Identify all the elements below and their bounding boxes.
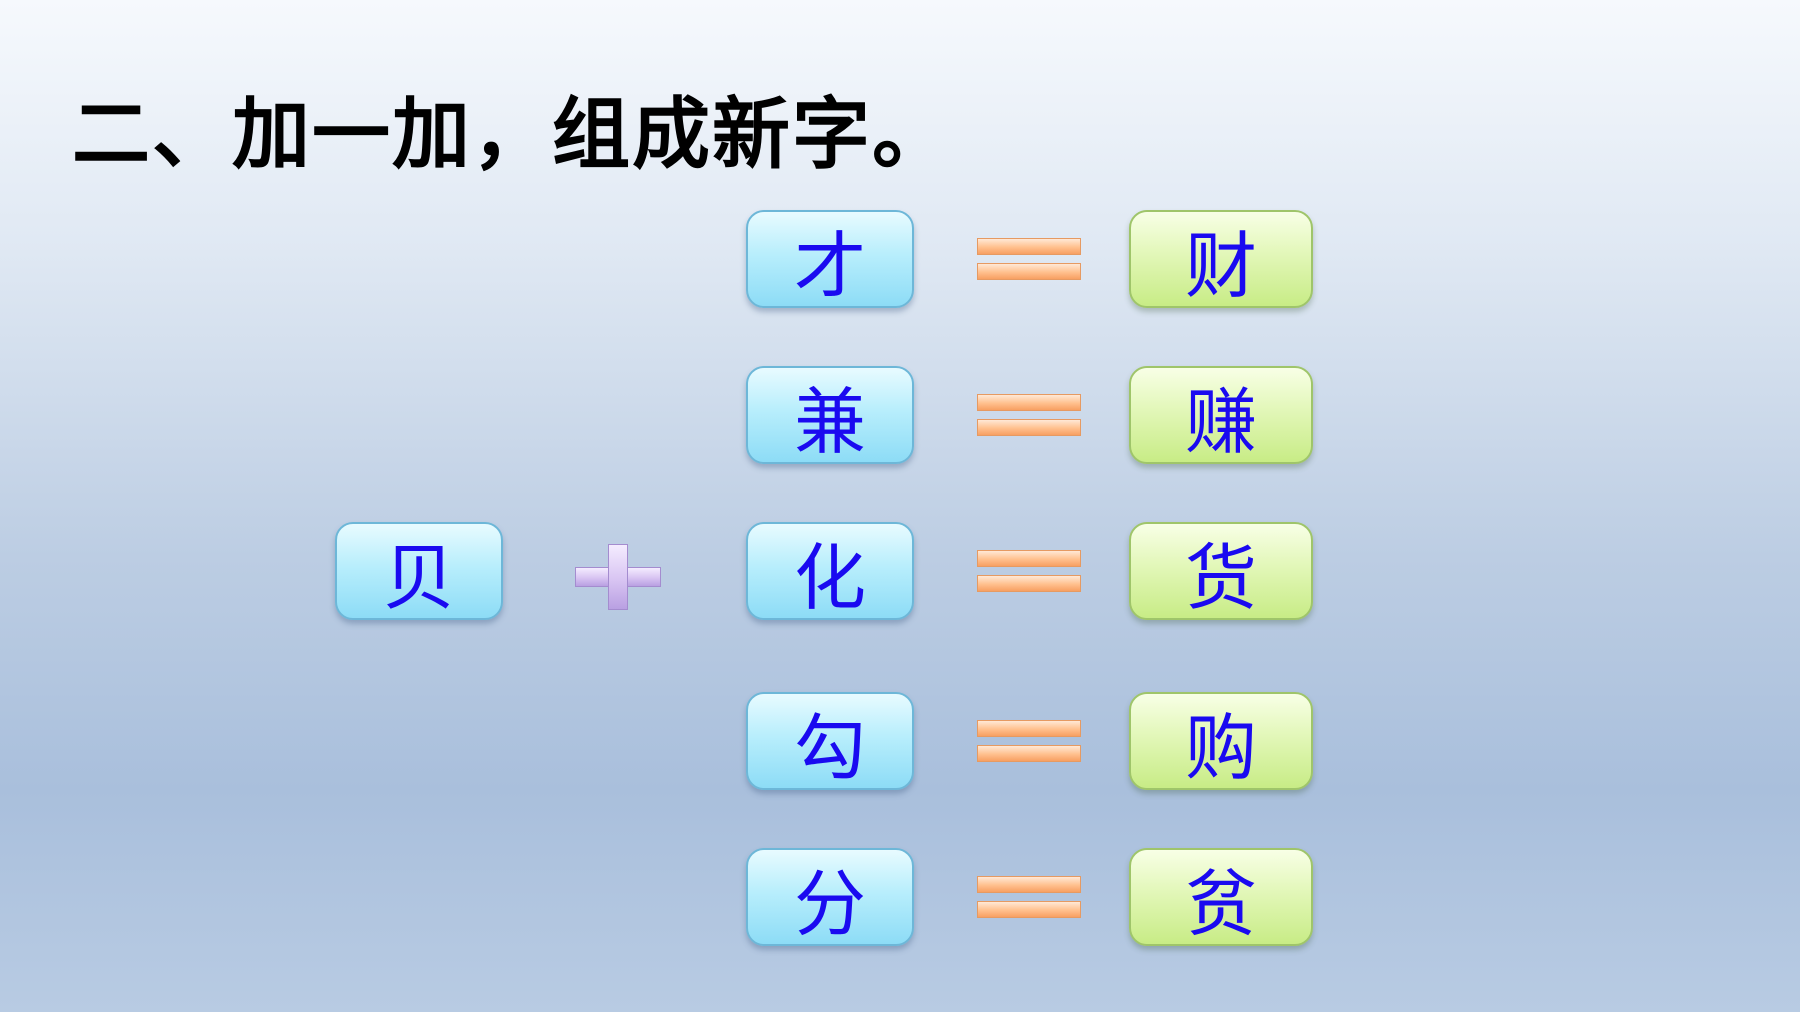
component-box-4[interactable]: 勾 xyxy=(746,692,914,790)
base-char-box[interactable]: 贝 xyxy=(335,522,503,620)
page-title: 二、加一加，组成新字。 xyxy=(72,90,953,180)
component-box-2[interactable]: 兼 xyxy=(746,366,914,464)
result-box-3[interactable]: 货 xyxy=(1129,522,1313,620)
equals-icon xyxy=(977,876,1081,918)
result-box-4[interactable]: 购 xyxy=(1129,692,1313,790)
result-box-1[interactable]: 财 xyxy=(1129,210,1313,308)
component-box-1[interactable]: 才 xyxy=(746,210,914,308)
result-box-5[interactable]: 贫 xyxy=(1129,848,1313,946)
equals-icon xyxy=(977,394,1081,436)
equals-icon xyxy=(977,238,1081,280)
result-box-2[interactable]: 赚 xyxy=(1129,366,1313,464)
component-box-3[interactable]: 化 xyxy=(746,522,914,620)
equals-icon xyxy=(977,550,1081,592)
plus-icon xyxy=(575,544,661,610)
component-box-5[interactable]: 分 xyxy=(746,848,914,946)
equals-icon xyxy=(977,720,1081,762)
